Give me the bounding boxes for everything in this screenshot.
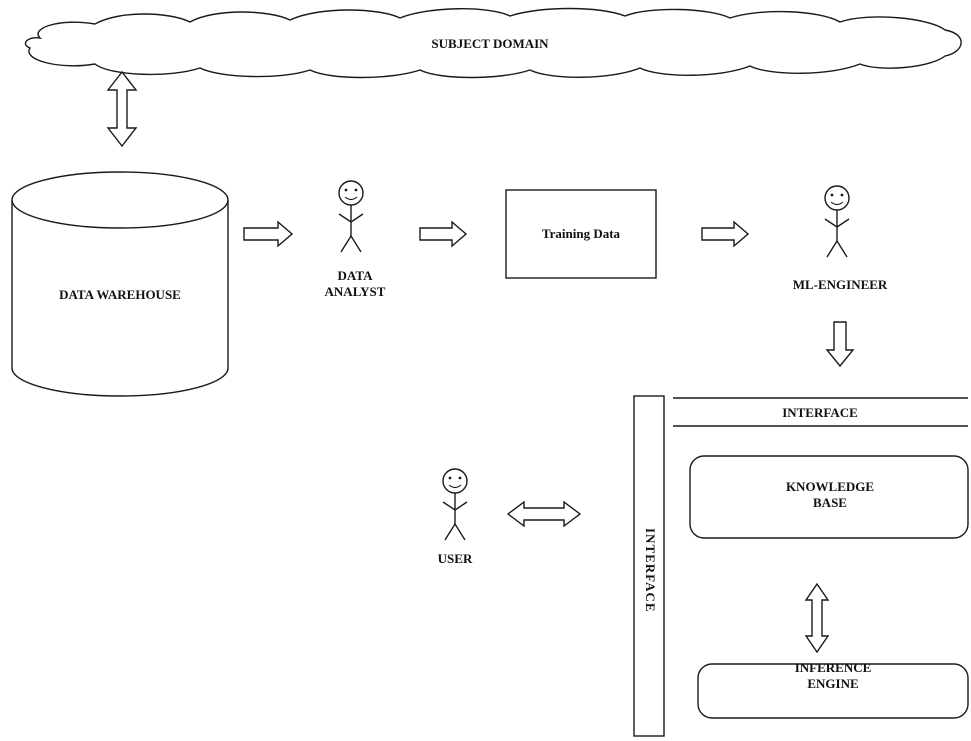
training-data-box: [505, 189, 657, 279]
data-warehouse-cylinder-top: [11, 171, 229, 229]
engineer-system-arrow: [825, 321, 855, 368]
subject-domain-label: SUBJECT DOMAIN: [431, 36, 549, 51]
kb-inference-double-arrow: [804, 582, 830, 654]
data-analyst-figure: [338, 180, 364, 253]
training-engineer-arrow: [701, 220, 750, 248]
inference-engine-label: INFERENCE ENGINE: [733, 660, 933, 692]
data-analyst-label-line1: DATA: [337, 268, 373, 283]
inference-engine-label-line1: INFERENCE: [794, 660, 872, 675]
cloud-warehouse-double-arrow: [106, 70, 138, 148]
knowledge-base-box: [689, 455, 969, 539]
data-warehouse-label: DATA WAREHOUSE: [59, 287, 181, 302]
knowledge-base-label: KNOWLEDGE BASE: [730, 479, 930, 511]
interface-side-bar: [633, 395, 665, 737]
user-label: USER: [437, 551, 473, 566]
inference-engine-box: [697, 663, 969, 719]
inference-engine-label-line2: ENGINE: [807, 676, 859, 691]
knowledge-base-label-line1: KNOWLEDGE: [785, 479, 875, 494]
data-analyst-label-line2: ANALYST: [324, 284, 386, 299]
warehouse-analyst-arrow: [243, 220, 294, 248]
interface-top-label: INTERFACE: [782, 405, 858, 420]
analyst-training-arrow: [419, 220, 468, 248]
ml-engineer-figure: [824, 185, 850, 258]
user-interface-double-arrow: [506, 500, 582, 528]
data-analyst-label: DATA ANALYST: [300, 268, 410, 300]
interface-side-label: INTERFACE: [643, 527, 658, 613]
training-data-label: Training Data: [541, 226, 621, 241]
user-figure: [442, 468, 468, 541]
subject-domain-cloud: [24, 7, 962, 79]
ml-engineer-label: ML-ENGINEER: [792, 277, 888, 292]
knowledge-base-label-line2: BASE: [813, 495, 847, 510]
data-warehouse-cylinder: [11, 200, 229, 397]
